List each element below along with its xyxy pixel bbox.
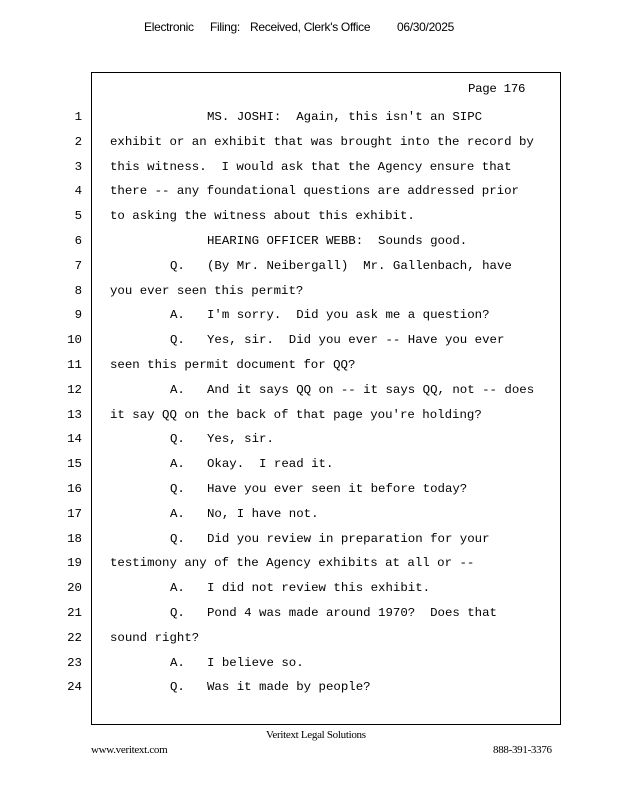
transcript-line: 22 sound right? xyxy=(0,631,618,651)
line-number: 15 xyxy=(67,457,82,472)
transcript-line: 1 MS. JOSHI: Again, this isn't an SIPC xyxy=(0,110,618,130)
line-number: 3 xyxy=(74,159,82,174)
qa-label: Q. xyxy=(170,680,185,695)
line-text: this witness. I would ask that the Agenc… xyxy=(110,159,512,174)
transcript-line: 12 A. And it says QQ on -- it says QQ, not… xyxy=(0,383,618,403)
line-number: 8 xyxy=(74,283,82,298)
line-text: Okay. I read it. xyxy=(207,457,334,472)
transcript-line: 18 Q. Did you review in preparation for yo… xyxy=(0,532,618,552)
transcript-line: 10 Q. Yes, sir. Did you ever -- Have you e… xyxy=(0,333,618,353)
line-number: 2 xyxy=(74,134,82,149)
transcript-line: 21 Q. Pond 4 was made around 1970? Does th… xyxy=(0,606,618,626)
qa-label: Q. xyxy=(170,432,185,447)
line-text: Have you ever seen it before today? xyxy=(207,482,468,496)
line-text: And it says QQ on -- it says QQ, not -- … xyxy=(207,382,535,397)
qa-label: Q. xyxy=(170,531,185,546)
transcript-line: 8 you ever seen this permit? xyxy=(0,284,618,304)
line-text: Yes, sir. xyxy=(207,432,274,447)
qa-label: Q. xyxy=(170,482,185,496)
transcript-line: 5 to asking the witness about this exhibi… xyxy=(0,209,618,229)
filing-label: Filing: xyxy=(210,20,240,34)
line-text: you ever seen this permit? xyxy=(110,283,304,298)
line-text: I did not review this exhibit. xyxy=(207,581,431,596)
transcript-line: 24 Q. Was it made by people? xyxy=(0,680,618,700)
line-number: 7 xyxy=(74,258,82,273)
qa-label: A. xyxy=(170,308,185,323)
qa-label: A. xyxy=(170,581,185,596)
line-number: 23 xyxy=(67,655,82,670)
line-text: I'm sorry. Did you ask me a question? xyxy=(207,308,490,323)
transcript-line: 23 A. I believe so. xyxy=(0,656,618,676)
line-number: 18 xyxy=(67,531,82,546)
line-number: 4 xyxy=(74,184,82,199)
line-number: 13 xyxy=(67,407,82,422)
transcript-line: 16 Q. Have you ever seen it before today? xyxy=(0,482,618,502)
transcript-line: 3 this witness. I would ask that the Agen… xyxy=(0,160,618,180)
line-number: 20 xyxy=(67,581,82,596)
line-text: sound right? xyxy=(110,630,200,645)
transcript-line: 13 it say QQ on the back of that page you… xyxy=(0,408,618,428)
qa-label: A. xyxy=(170,457,185,472)
line-number: 24 xyxy=(67,680,82,695)
line-number: 11 xyxy=(67,358,82,372)
line-number: 6 xyxy=(74,234,82,248)
line-number: 14 xyxy=(67,432,82,447)
transcript-line: 4 there -- any foundational questions are… xyxy=(0,184,618,204)
line-number: 9 xyxy=(74,308,82,323)
line-text: there -- any foundational questions are … xyxy=(110,184,519,199)
transcript-line: 19 testimony any of the Agency exhibits a… xyxy=(0,556,618,576)
transcript-line: 2 exhibit or an exhibit that was brought … xyxy=(0,135,618,155)
line-number: 12 xyxy=(67,382,82,397)
qa-label: Q. xyxy=(170,258,185,273)
qa-label: Q. xyxy=(170,333,185,348)
filing-electronic: Electronic xyxy=(144,20,194,34)
transcript-line: 15 A. Okay. I read it. xyxy=(0,457,618,477)
line-text: No, I have not. xyxy=(207,506,319,521)
line-number: 22 xyxy=(67,630,82,645)
page-number: Page 176 xyxy=(468,82,526,96)
line-number: 16 xyxy=(67,482,82,496)
line-text: MS. JOSHI: Again, this isn't an SIPC xyxy=(207,110,483,124)
transcript-line: 6 HEARING OFFICER WEBB: Sounds good. xyxy=(0,234,618,254)
line-text: Yes, sir. Did you ever -- Have you ever xyxy=(207,333,505,348)
transcript-line: 9 A. I'm sorry. Did you ask me a question? xyxy=(0,308,618,328)
filing-received: Received, Clerk's Office xyxy=(250,20,371,34)
filing-date: 06/30/2025 xyxy=(397,20,455,34)
transcript-line: 14 Q. Yes, sir. xyxy=(0,432,618,452)
footer-website: www.veritext.com xyxy=(91,744,168,756)
transcript-line: 11 seen this permit document for QQ? xyxy=(0,358,618,378)
line-text: Pond 4 was made around 1970? Does that xyxy=(207,606,497,620)
qa-label: A. xyxy=(170,382,185,397)
qa-label: Q. xyxy=(170,606,185,620)
footer-phone: 888-391-3376 xyxy=(493,744,552,756)
line-text: Did you review in preparation for your xyxy=(207,531,490,546)
line-number: 10 xyxy=(67,333,82,348)
line-text: (By Mr. Neibergall) Mr. Gallenbach, have xyxy=(207,258,512,273)
line-text: to asking the witness about this exhibit… xyxy=(110,209,415,224)
line-text: Was it made by people? xyxy=(207,680,371,695)
qa-label: A. xyxy=(170,506,185,521)
line-number: 1 xyxy=(74,110,82,124)
line-number: 19 xyxy=(67,556,82,571)
line-text: exhibit or an exhibit that was brought i… xyxy=(110,134,534,149)
line-text: testimony any of the Agency exhibits at … xyxy=(110,556,475,571)
transcript-page-border xyxy=(91,72,561,725)
line-number: 5 xyxy=(74,209,82,224)
line-text: seen this permit document for QQ? xyxy=(110,358,356,372)
line-number: 17 xyxy=(67,506,82,521)
transcript-line: 20 A. I did not review this exhibit. xyxy=(0,581,618,601)
qa-label: A. xyxy=(170,655,185,670)
line-text: I believe so. xyxy=(207,655,304,670)
line-text: HEARING OFFICER WEBB: Sounds good. xyxy=(207,234,468,248)
transcript-line: 7 Q. (By Mr. Neibergall) Mr. Gallenbach, h… xyxy=(0,259,618,279)
transcript-line: 17 A. No, I have not. xyxy=(0,507,618,527)
line-text: it say QQ on the back of that page you'r… xyxy=(110,407,482,422)
footer-company: Veritext Legal Solutions xyxy=(266,729,366,741)
line-number: 21 xyxy=(67,606,82,620)
